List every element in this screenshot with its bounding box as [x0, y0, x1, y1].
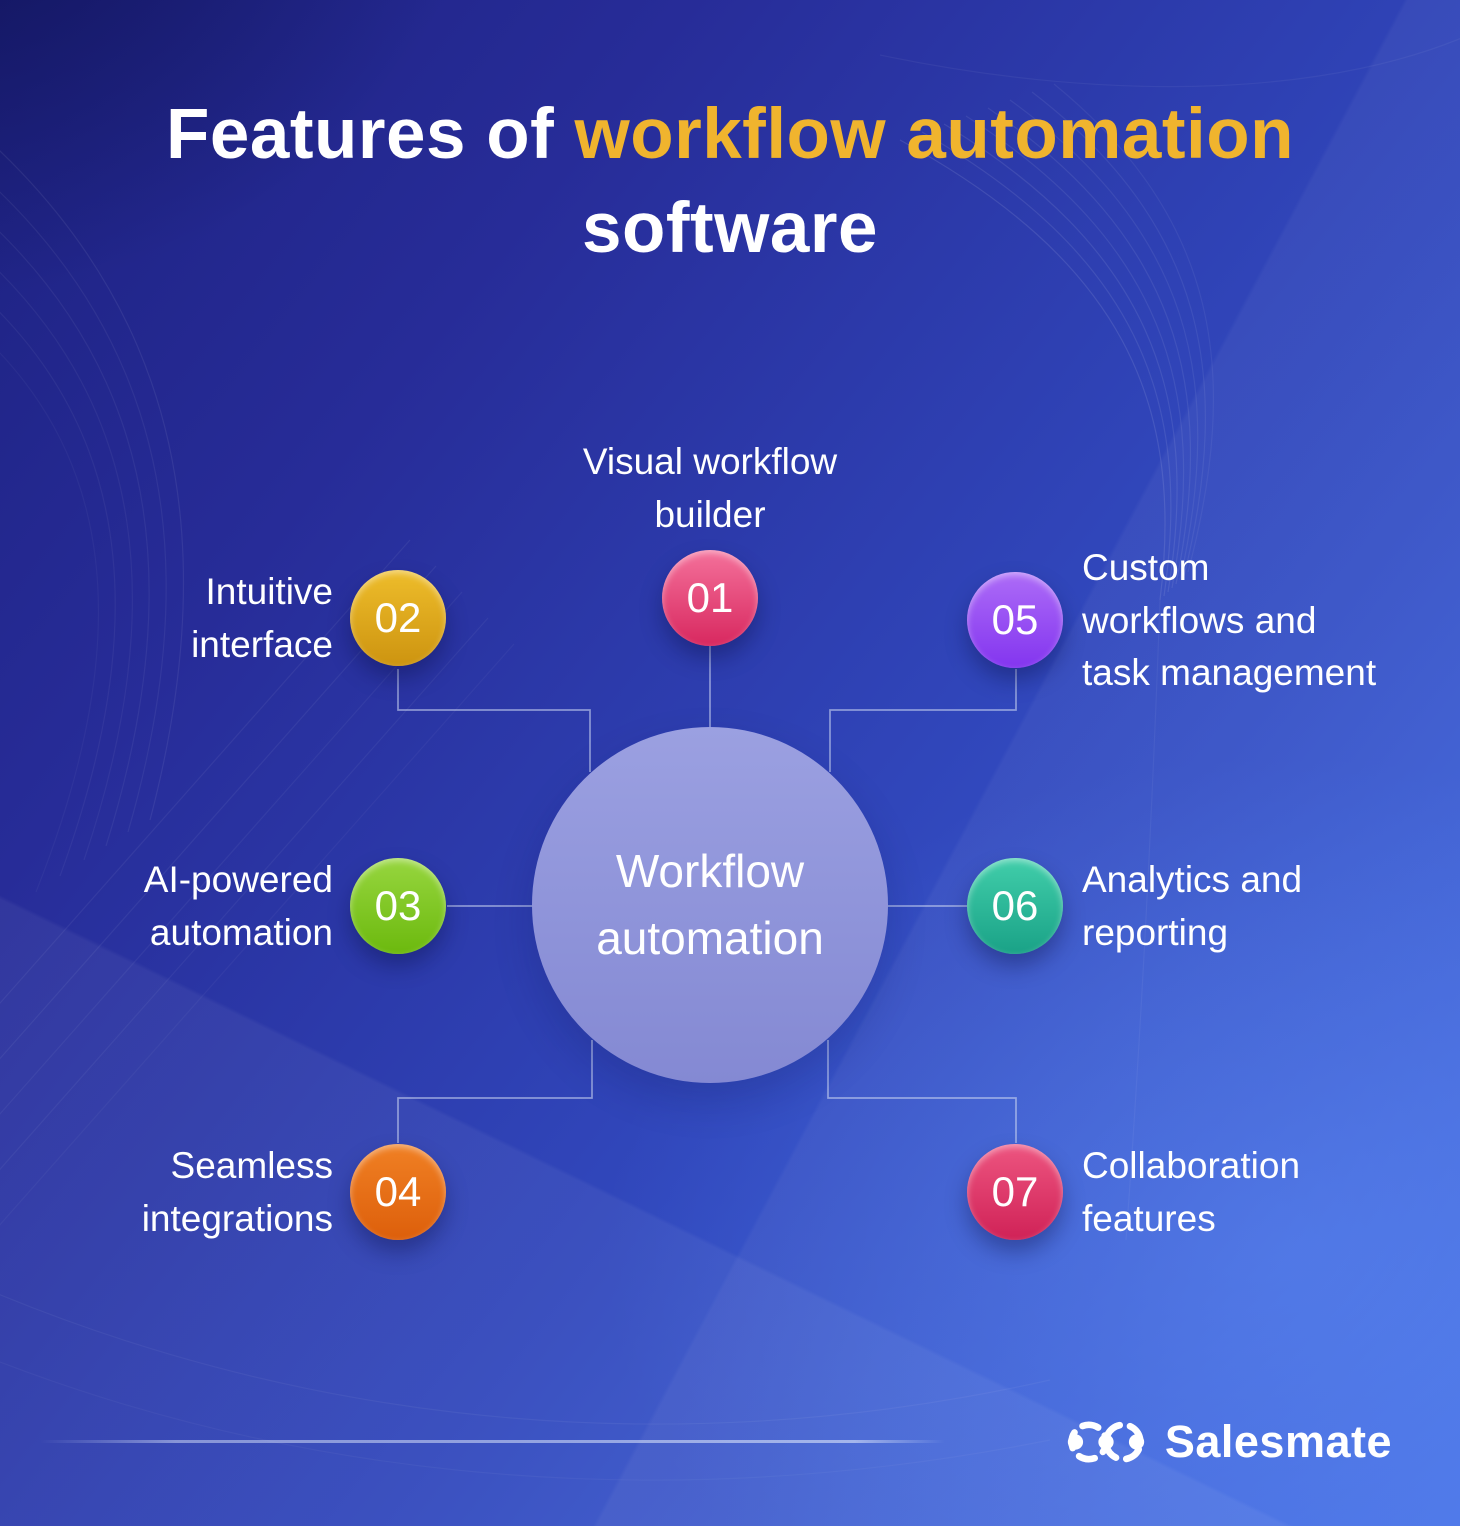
feature-number-07: 07 [991, 1168, 1039, 1215]
brand-logo: Salesmate [1064, 1410, 1392, 1474]
feature-label-analytics-reporting: Analytics and reporting [1082, 859, 1303, 953]
feature-circle-03: 03 [350, 858, 446, 954]
connector-05 [829, 669, 1017, 772]
feature-label-custom-workflows: Custom workflows and task management [1082, 547, 1377, 694]
connector-02 [397, 669, 591, 772]
feature-circle-01: 01 [662, 550, 758, 646]
title-highlight: workflow automation [574, 95, 1294, 174]
chain-rings-icon [1067, 1421, 1145, 1463]
footer-divider-line [40, 1440, 945, 1443]
background-curves [0, 37, 1460, 1481]
feature-circle-05: 05 [967, 572, 1063, 668]
feature-circle-02: 02 [350, 570, 446, 666]
title-prefix: Features of [166, 95, 575, 174]
connector-04 [397, 1040, 593, 1143]
central-hub-label: Workflow automation [596, 845, 824, 964]
feature-label-collaboration-features: Collaboration features [1082, 1145, 1301, 1239]
feature-circle-07: 07 [967, 1144, 1063, 1240]
feature-label-seamless-integrations: Seamless integrations [141, 1145, 333, 1239]
feature-label-intuitive-interface: Intuitive interface [191, 571, 333, 665]
title-line2: software [582, 188, 878, 268]
feature-number-02: 02 [374, 594, 422, 641]
central-hub-circle: Workflow automation [532, 727, 888, 1083]
connector-lines [397, 646, 1017, 1143]
page-title: Features of workflow automation software [0, 88, 1460, 275]
feature-number-01: 01 [686, 574, 734, 621]
feature-label-ai-powered-automation: AI-powered automation [143, 859, 333, 953]
brand-name: Salesmate [1164, 1416, 1392, 1467]
feature-circle-06: 06 [967, 858, 1063, 954]
feature-number-06: 06 [991, 882, 1039, 929]
connector-07 [827, 1040, 1017, 1143]
feature-number-03: 03 [374, 882, 422, 929]
feature-label-visual-workflow-builder: Visual workflow builder [582, 441, 838, 535]
feature-number-04: 04 [374, 1168, 422, 1215]
feature-number-05: 05 [991, 596, 1039, 643]
feature-circle-04: 04 [350, 1144, 446, 1240]
